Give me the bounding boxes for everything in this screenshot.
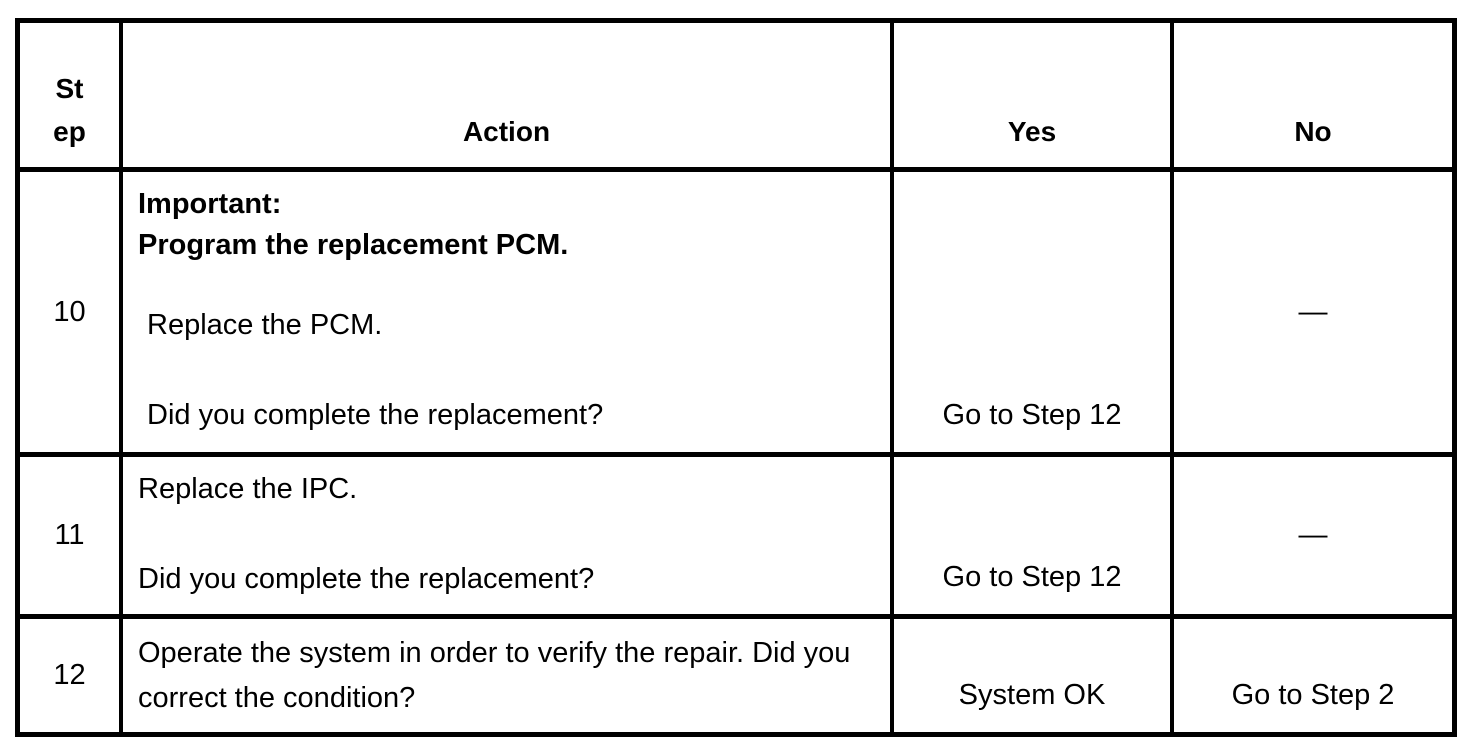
action-cell-11: Replace the IPC. Did you complete the re… <box>123 457 894 619</box>
header-no: No <box>1174 23 1452 172</box>
no-cell-12: Go to Step 2 <box>1174 619 1452 732</box>
important-note: Important: Program the replacement PCM. <box>138 184 874 266</box>
yes-cell-11: Go to Step 12 <box>894 457 1174 619</box>
action-text-line-2: correct the condition? <box>138 681 416 714</box>
header-yes-label: Yes <box>1007 116 1057 147</box>
header-action: Action <box>123 23 894 172</box>
step-number: 12 <box>53 659 86 691</box>
yes-value: Go to Step 12 <box>942 399 1122 431</box>
no-cell-11: — <box>1174 457 1452 619</box>
header-no-label: No <box>1294 116 1332 147</box>
important-text: Program the replacement PCM. <box>138 229 569 261</box>
no-value: — <box>1298 295 1328 328</box>
step-number: 11 <box>54 519 85 551</box>
header-yes: Yes <box>894 23 1174 172</box>
action-cell-12: Operate the system in order to verify th… <box>123 619 894 732</box>
header-step-line-2: ep <box>53 116 86 147</box>
action-question: Did you complete the replacement? <box>138 563 595 595</box>
step-number: 10 <box>53 295 86 328</box>
important-heading: Important: <box>138 188 282 220</box>
header-action-label: Action <box>462 116 551 147</box>
step-cell-11: 11 <box>20 457 123 619</box>
step-cell-12: 12 <box>20 619 123 732</box>
step-cell-10: 10 <box>20 172 123 457</box>
action-instruction: Replace the IPC. <box>138 473 358 505</box>
action-instruction: Replace the PCM. <box>147 309 383 341</box>
yes-cell-12: System OK <box>894 619 1174 732</box>
action-text-line-1: Operate the system in order to verify th… <box>138 636 851 669</box>
action-question: Did you complete the replacement? <box>147 399 604 431</box>
yes-value: System OK <box>958 679 1106 711</box>
diagnostic-table: St ep Action Yes No 10 Important: Progra… <box>15 18 1457 737</box>
no-value: Go to Step 2 <box>1231 679 1395 711</box>
yes-cell-10: Go to Step 12 <box>894 172 1174 457</box>
no-value: — <box>1298 519 1328 551</box>
action-cell-10: Important: Program the replacement PCM. … <box>123 172 894 457</box>
yes-value: Go to Step 12 <box>942 561 1122 593</box>
header-step: St ep <box>20 23 123 172</box>
no-cell-10: — <box>1174 172 1452 457</box>
header-step-line-1: St <box>55 73 84 104</box>
